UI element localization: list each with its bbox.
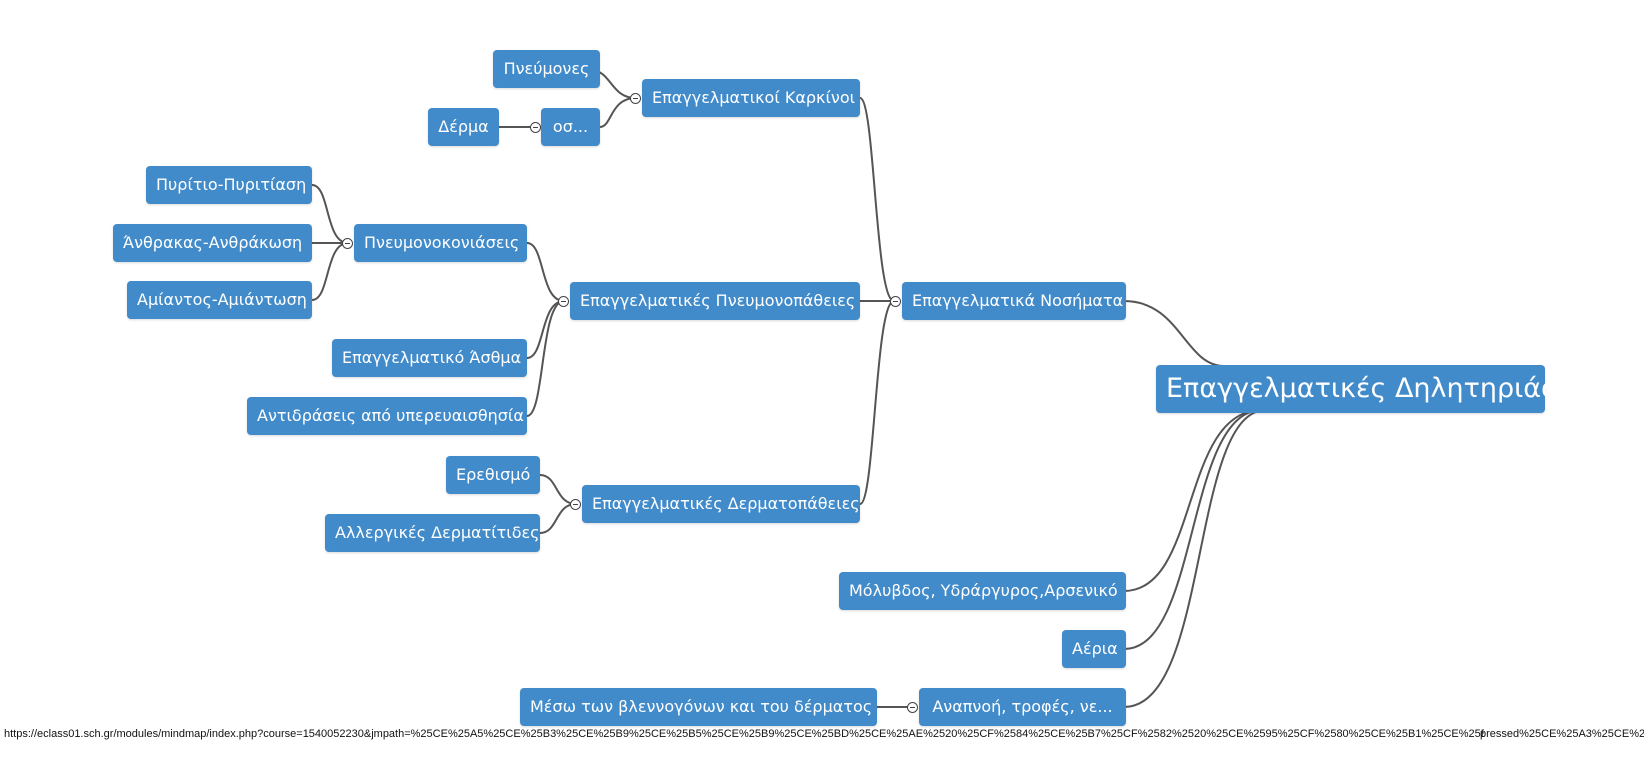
node-occupational-diseases[interactable]: Επαγγελματικά Νοσήματα: [902, 282, 1126, 320]
connector-root-gases: [1123, 409, 1263, 650]
node-coal-anthracosis[interactable]: Άνθρακας-Ανθράκωση: [113, 224, 312, 262]
node-bone-truncated[interactable]: οσ...: [541, 108, 600, 146]
connector-lung-pneumoconioses: [526, 242, 565, 302]
collapse-toggle-pneumoconioses[interactable]: [342, 238, 353, 249]
node-lungs[interactable]: Πνεύμονες: [493, 50, 600, 88]
status-bar-url: https://eclass01.sch.gr/modules/mindmap/…: [4, 728, 1484, 740]
status-bar-overlay-text: pressed%25CE%25A3%25CE%25B5%25CE%25B9: [1480, 728, 1644, 740]
node-pneumoconioses[interactable]: Πνευμονοκονιάσεις: [354, 224, 527, 262]
node-allergic-dermatitis[interactable]: Αλλεργικές Δερματίτιδες: [325, 514, 540, 552]
connector-root-intake-routes: [1123, 409, 1267, 708]
node-mucosa-skin[interactable]: Μέσω των βλεννογόνων και του δέρματος: [520, 688, 877, 726]
node-heavy-metals[interactable]: Μόλυβδος, Υδράργυρος,Αρσενικό: [839, 572, 1126, 610]
connector-pneumo-asbestos: [311, 242, 349, 301]
connector-root-occupational-diseases: [1123, 300, 1225, 367]
node-occupational-poisonings[interactable]: Επαγγελματικές Δηλητηριάσεις: [1156, 365, 1598, 413]
connector-lung-hypersensitivity: [526, 300, 565, 417]
collapse-toggle-bone[interactable]: [530, 122, 541, 133]
collapse-toggle-occupational-dermatoses[interactable]: [570, 499, 581, 510]
connector-lung-asthma: [526, 300, 565, 359]
node-occupational-lung-diseases[interactable]: Επαγγελματικές Πνευμονοπάθειες: [570, 282, 860, 320]
collapse-toggle-intake-routes[interactable]: [907, 702, 918, 713]
connector-pneumo-silica: [311, 184, 349, 244]
node-occupational-asthma[interactable]: Επαγγελματικό Άσθμα: [332, 339, 527, 377]
node-irritation[interactable]: Ερεθισμό: [446, 456, 540, 494]
collapse-toggle-occupational-cancers[interactable]: [630, 93, 641, 104]
node-silica-silicosis[interactable]: Πυρίτιο-Πυριτίαση: [146, 166, 312, 204]
connector-diseases-dermatoses: [859, 300, 895, 505]
node-gases[interactable]: Αέρια: [1062, 630, 1126, 668]
connector-root-heavy-metals: [1123, 409, 1263, 592]
node-hypersensitivity-reactions[interactable]: Αντιδράσεις από υπερευαισθησία: [247, 397, 527, 435]
node-intake-routes[interactable]: Αναπνοή, τροφές, νε...: [919, 688, 1126, 726]
node-occupational-cancers[interactable]: Επαγγελματικοί Καρκίνοι: [642, 79, 860, 117]
node-skin[interactable]: Δέρμα: [428, 108, 499, 146]
connector-cancers-bone: [599, 97, 637, 128]
collapse-toggle-occupational-lung-diseases[interactable]: [558, 296, 569, 307]
collapse-toggle-occupational-diseases[interactable]: [890, 296, 901, 307]
node-occupational-dermatoses[interactable]: Επαγγελματικές Δερματοπάθειες: [582, 485, 860, 523]
node-asbestos-asbestosis[interactable]: Αμίαντος-Αμιάντωση: [127, 281, 312, 319]
connector-diseases-cancers: [859, 97, 895, 302]
